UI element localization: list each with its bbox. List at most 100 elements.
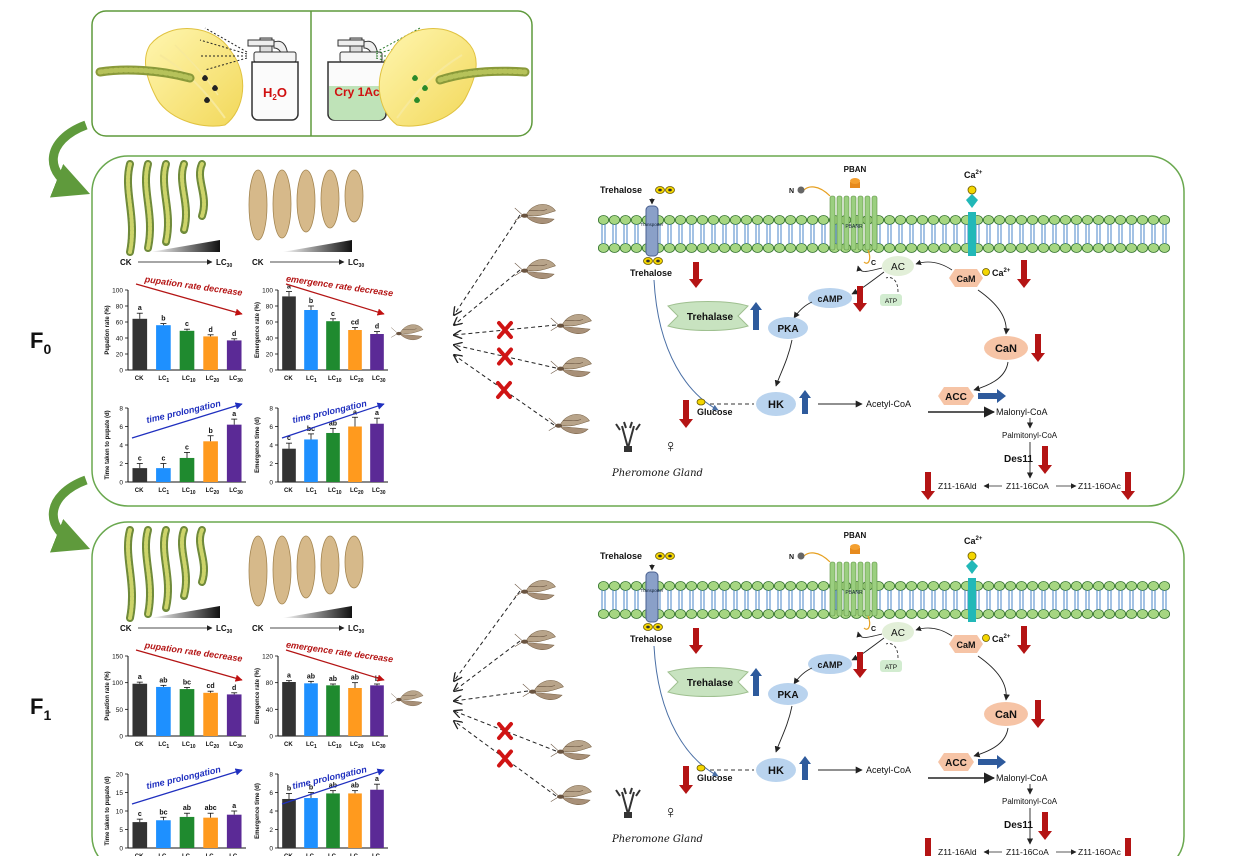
- ac-node-label: AC: [891, 628, 905, 639]
- x-tick-label: LC30: [229, 854, 243, 856]
- atp-label: ATP: [885, 664, 897, 671]
- gland-label: Pheromone Gland: [611, 468, 703, 479]
- glucose-label: Glucose: [697, 773, 733, 783]
- can-decrease-arrow: [1031, 334, 1045, 362]
- helix: [850, 195, 857, 251]
- significance-letter: c: [185, 321, 189, 328]
- bar: [179, 457, 195, 482]
- significance-letter: cd: [207, 683, 215, 690]
- pka-node: PKA: [768, 317, 808, 339]
- y-tick-label: 100: [112, 680, 123, 687]
- significance-letter: a: [375, 410, 379, 417]
- z11-16ald-label: Z11-16Ald: [938, 481, 977, 491]
- helix: [857, 195, 864, 251]
- camp-decrease-arrow: [853, 286, 867, 312]
- significance-letter: a: [375, 776, 379, 783]
- trehalase-enzyme: [667, 667, 749, 697]
- significance-letter: b: [309, 298, 313, 305]
- can-to-acc-arrow: [973, 361, 1009, 392]
- significance-letter: d: [232, 331, 236, 338]
- z11-16oac-decrease-arrow: [1125, 838, 1131, 856]
- bar: [226, 424, 242, 482]
- y-axis-label: Emergence rate (%): [255, 302, 261, 358]
- can-decrease-arrow: [1031, 700, 1045, 728]
- acetyl-coa-label: Acetyl-CoA: [866, 765, 911, 775]
- atp-box: [880, 294, 902, 306]
- pbanr-label: PBANR: [845, 590, 863, 596]
- x-tick-label: LC1: [158, 376, 169, 384]
- bar: [304, 798, 318, 848]
- calcium-ion: [967, 185, 977, 195]
- male-moth: [550, 357, 592, 377]
- n-terminus-dot: [797, 552, 805, 560]
- glucose-molecule: [696, 398, 706, 406]
- camp-node-label: cAMP: [817, 660, 842, 670]
- bar: [304, 439, 318, 482]
- female-symbol: ♀: [664, 802, 678, 822]
- dose-label-start: CK: [252, 624, 264, 633]
- y-axis-label: Time taken to pupate (d): [105, 776, 111, 845]
- bar: [348, 793, 362, 848]
- c-terminus: [863, 615, 871, 630]
- y-tick-label: 0: [269, 846, 273, 853]
- mating-attraction-arrow: [454, 590, 521, 681]
- pupae-series: [248, 535, 364, 607]
- gland-base: [624, 812, 632, 818]
- significance-letter: c: [185, 444, 189, 451]
- z11-16ald-decrease-arrow: [921, 472, 935, 500]
- gland-label: Pheromone Gland: [611, 834, 703, 845]
- bar: [132, 318, 148, 370]
- y-tick-label: 2: [119, 461, 123, 468]
- dose-label-start: CK: [120, 624, 132, 633]
- pupa: [296, 169, 316, 233]
- x-tick-label: CK: [135, 376, 144, 382]
- x-tick-label: LC1: [158, 488, 169, 496]
- dose-label-start: CK: [120, 258, 132, 267]
- x-tick-label: LC10: [328, 488, 342, 496]
- dose-gradient: [150, 606, 220, 618]
- calcium-channel-top: [966, 194, 978, 208]
- significance-letter: c: [138, 811, 142, 818]
- y-tick-label: 4: [119, 443, 123, 450]
- male-moth: [514, 580, 556, 600]
- trehalase-label: Trehalase: [687, 312, 734, 323]
- des11-decrease-arrow: [1038, 446, 1052, 474]
- trehalose-inside: [643, 623, 663, 631]
- bar: [348, 426, 362, 482]
- larva-stripe: [198, 162, 206, 218]
- y-tick-label: 0: [119, 846, 123, 853]
- trehalose-decrease-arrow: [689, 628, 703, 654]
- dose-label-end: LC30: [348, 624, 364, 635]
- y-tick-label: 2: [269, 461, 273, 468]
- y-tick-label: 0: [119, 480, 123, 487]
- dose-label-end: LC30: [216, 624, 232, 635]
- bar: [282, 682, 296, 736]
- cam-to-can-arrow: [977, 655, 1010, 701]
- bar: [132, 468, 148, 482]
- significance-letter: d: [375, 324, 379, 331]
- helix: [829, 561, 836, 617]
- helix: [843, 195, 850, 251]
- bar: [226, 694, 242, 736]
- trehalose-outside: [655, 186, 675, 194]
- y-tick-label: 80: [116, 304, 124, 311]
- bar: [348, 330, 362, 370]
- x-tick-label: LC1: [306, 376, 317, 384]
- glucose-label: Glucose: [697, 407, 733, 417]
- significance-letter: bc: [307, 426, 315, 433]
- y-tick-label: 4: [269, 443, 273, 450]
- larva-left: [95, 65, 195, 83]
- y-tick-label: 2: [269, 827, 273, 834]
- hk-node: HK: [756, 392, 796, 416]
- pka-to-hk-arrow: [774, 339, 793, 387]
- bar: [226, 340, 242, 370]
- trehalose-inside: [643, 257, 663, 265]
- significance-letter: a: [232, 803, 236, 810]
- male-moth: [522, 680, 564, 700]
- y-tick-label: 8: [269, 406, 273, 413]
- significance-letter: ab: [183, 805, 191, 812]
